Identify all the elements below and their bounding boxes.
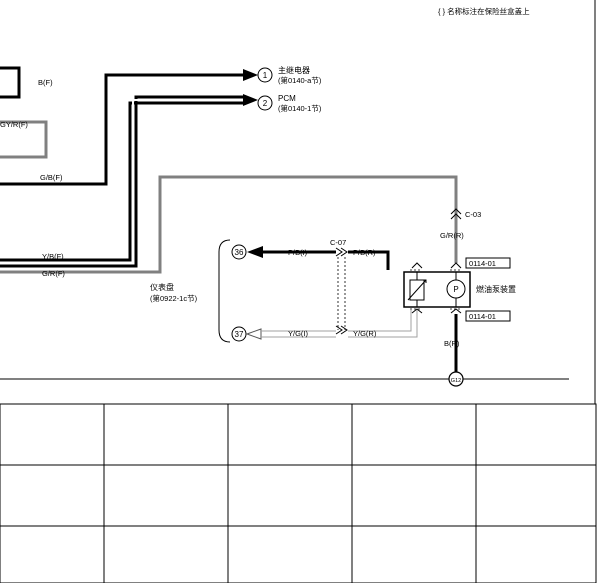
svg-text:2: 2 <box>263 99 268 108</box>
ref-pcm-page: (第0140-1节) <box>278 103 322 113</box>
instrument-page: (第0922-1c节) <box>150 293 198 303</box>
ground-label: G12 <box>451 378 461 384</box>
connector-c03-label: C-03 <box>465 210 481 219</box>
ref-pcm-name: PCM <box>278 94 296 103</box>
ref-main-relay-name: 主继电器 <box>278 65 310 75</box>
ref-pcm: 2 PCM (第0140-1节) <box>257 94 322 113</box>
bottom-grid <box>0 403 597 583</box>
wire-label-gbf: G/B(F) <box>40 173 63 182</box>
svg-text:0114-01: 0114-01 <box>469 259 496 268</box>
svg-text:1: 1 <box>263 71 268 80</box>
instrument-cluster: 仪表盘 (第0922-1c节) <box>150 239 231 343</box>
instrument-name: 仪表盘 <box>150 282 174 292</box>
wire-yg: 37 Y/G(I) Y/G(R) <box>231 310 418 342</box>
wire-label-ygr: Y/G(R) <box>353 329 377 338</box>
wire-gyrf: GY/R(F) <box>0 120 48 159</box>
ref-36: 36 <box>235 248 244 257</box>
svg-text:0114-01: 0114-01 <box>469 312 496 321</box>
wire-label-gyrf: GY/R(F) <box>0 120 28 129</box>
wire-label-pbr: P/B(R) <box>353 248 376 257</box>
ref-box-bottom: 0114-01 <box>465 310 511 322</box>
fuel-pump-name: 燃油泵装置 <box>476 284 516 294</box>
header-note: { } 名称标注在保险丝盒盖上 <box>438 6 530 16</box>
wire-label-grr: G/R(R) <box>440 231 464 240</box>
wire-grf: G/R(F) <box>0 175 458 278</box>
wire-label-pbi: P/B(I) <box>288 248 308 257</box>
connector-c07: C-07 <box>330 238 348 335</box>
ref-main-relay-page: (第0140-a节) <box>278 75 322 85</box>
wire-label-br: B(R) <box>444 339 460 348</box>
wire-pb: 36 P/B(I) P/B(R) <box>231 244 390 270</box>
ref-box-top: 0114-01 <box>465 257 511 269</box>
ref-main-relay: 1 主继电器 (第0140-a节) <box>257 65 322 85</box>
svg-text:P: P <box>453 285 458 294</box>
ref-37: 37 <box>235 330 244 339</box>
wire-label-ygi: Y/G(I) <box>288 329 309 338</box>
wire-label-ybf: Y/B(F) <box>42 252 64 261</box>
wire-ybf: Y/B(F) <box>0 94 258 268</box>
wire-label-grf: G/R(F) <box>42 269 65 278</box>
wire-label-bf: B(F) <box>38 78 53 87</box>
connector-c07-label: C-07 <box>330 238 346 247</box>
wire-br: B(R) G12 <box>0 314 569 387</box>
ground-point <box>448 371 464 387</box>
fuel-pump-unit: P 燃油泵装置 <box>403 262 516 314</box>
wire-bf: B(F) <box>0 66 53 99</box>
wire-gbf: G/B(F) <box>0 69 258 186</box>
connector-c03: C-03 G/R(R) <box>440 208 481 240</box>
